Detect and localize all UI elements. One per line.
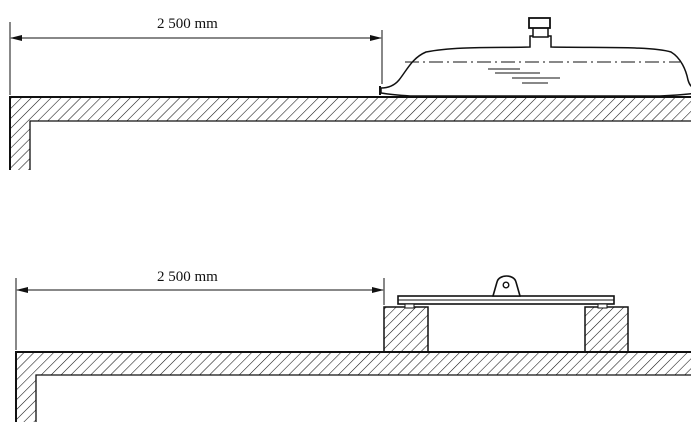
liquid-ripples (488, 68, 560, 84)
plate-foot-right (597, 303, 608, 309)
lifting-lug-hole (502, 281, 510, 289)
top-dimension-label: 2 500 mm (157, 16, 218, 32)
support-block-right (584, 306, 629, 353)
bottom-dimension: 2 500 mm (15, 269, 385, 350)
bottom-dimension-label: 2 500 mm (157, 269, 218, 285)
top-figure: 2 500 mm (9, 16, 691, 170)
rigid-plate (397, 275, 615, 309)
top-floor-slab (9, 96, 691, 170)
bag-outline (380, 35, 691, 97)
fluid-bag (379, 17, 691, 97)
bottom-floor-slab (15, 351, 691, 422)
support-block-left (383, 306, 429, 353)
plate-foot-left (404, 303, 415, 309)
filler-cap-icon (528, 17, 551, 29)
bottom-figure: 2 500 mm (15, 269, 691, 422)
top-dimension: 2 500 mm (9, 16, 383, 95)
